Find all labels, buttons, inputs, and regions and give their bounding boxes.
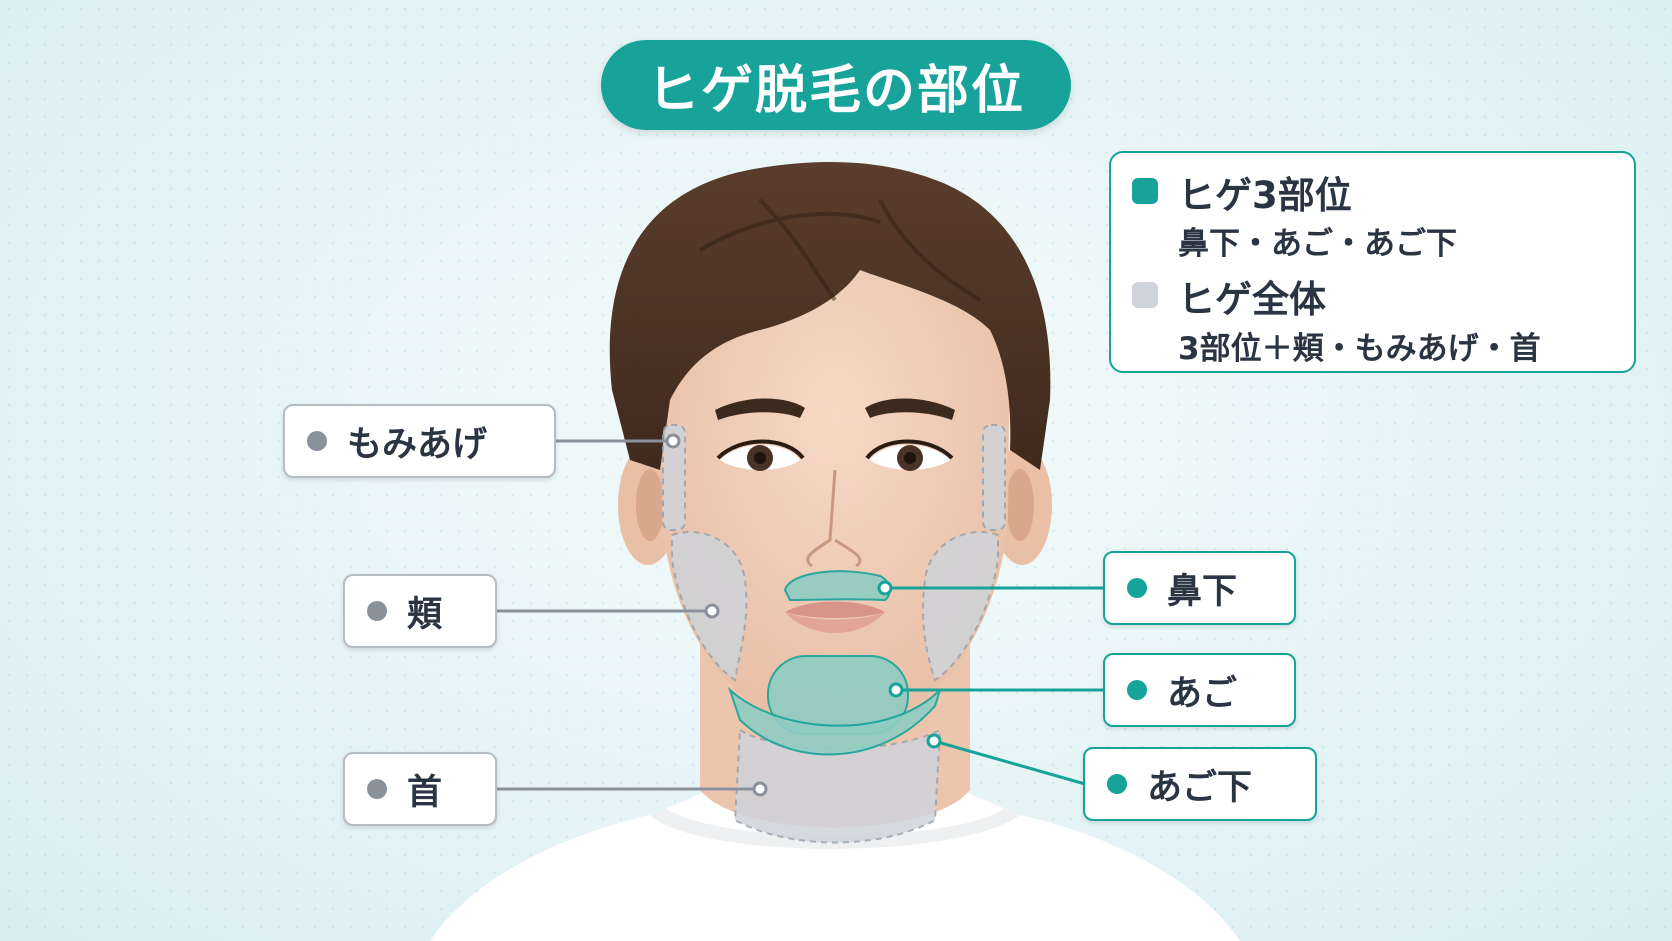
legend-heading-full-beard: ヒゲ全体 [1178, 278, 1326, 321]
label-under-nose-text: 鼻下 [1167, 571, 1238, 612]
legend-swatch-three-areas [1132, 178, 1158, 204]
legend-detail-three-areas: 鼻下・あご・あご下 [1178, 226, 1457, 262]
label-chin-text: あご [1167, 673, 1238, 714]
legend-heading-three-areas: ヒゲ3部位 [1178, 174, 1352, 217]
shirt [430, 790, 1240, 941]
teal-dot-icon [1127, 680, 1147, 700]
leader-lines [496, 433, 1104, 797]
label-sideburns: もみあげ [283, 404, 556, 478]
label-cheek-text: 頬 [407, 594, 443, 635]
label-under-chin-text: あご下 [1147, 767, 1253, 808]
label-under-chin: あご下 [1083, 747, 1317, 821]
label-cheek: 頬 [343, 574, 497, 648]
region-under-chin [727, 686, 941, 756]
gray-dot-icon [307, 431, 327, 451]
label-under-nose: 鼻下 [1103, 551, 1296, 625]
region-sideburns [662, 424, 1006, 531]
label-neck-text: 首 [407, 772, 443, 813]
teal-dot-icon [1127, 578, 1147, 598]
legend-box: ヒゲ3部位 鼻下・あご・あご下 ヒゲ全体 3部位＋頬・もみあげ・首 [1109, 151, 1636, 373]
label-chin: あご [1103, 653, 1296, 727]
region-neck [733, 728, 942, 844]
eyebrows [715, 398, 955, 420]
mouth [785, 601, 885, 633]
legend-swatch-full-beard [1132, 282, 1158, 308]
eyes [716, 439, 954, 471]
teal-dot-icon [1107, 774, 1127, 794]
nose [806, 469, 862, 568]
legend-detail-full-beard: 3部位＋頬・もみあげ・首 [1178, 331, 1541, 367]
gray-dot-icon [367, 779, 387, 799]
page-title: ヒゲ脱毛の部位 [601, 40, 1071, 130]
label-sideburns-text: もみあげ [347, 424, 488, 465]
gray-dot-icon [367, 601, 387, 621]
label-neck: 首 [343, 752, 497, 826]
